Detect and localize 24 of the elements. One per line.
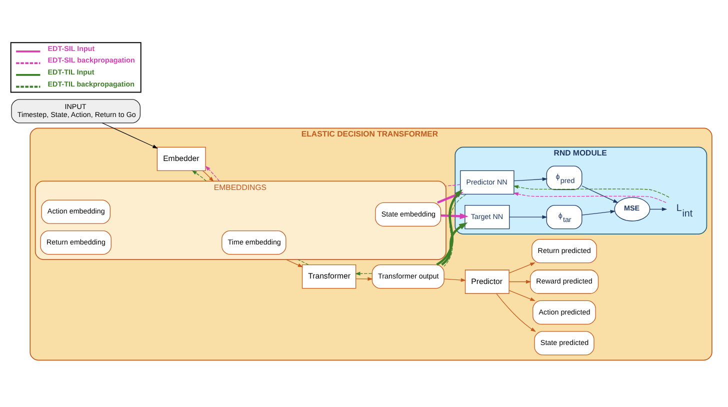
arrow [192,170,207,181]
arrow [102,122,158,148]
arrow [508,290,536,301]
arrow [582,209,616,215]
arrow [513,192,666,202]
arrow [356,276,373,280]
arrow [513,184,670,198]
connector [297,258,309,265]
connector [444,194,466,266]
arrow [508,262,536,273]
arrow [444,278,466,282]
arrow [514,176,548,181]
arrow [508,279,532,284]
arrow [650,206,668,211]
arrow [440,212,468,219]
arrow [205,165,220,181]
connector [446,184,461,186]
arrow [496,292,536,332]
arrow [286,258,304,267]
arrow [202,170,214,182]
arrow [355,271,372,275]
arrow [441,222,468,266]
arrow [509,214,548,218]
arrow [582,185,618,203]
